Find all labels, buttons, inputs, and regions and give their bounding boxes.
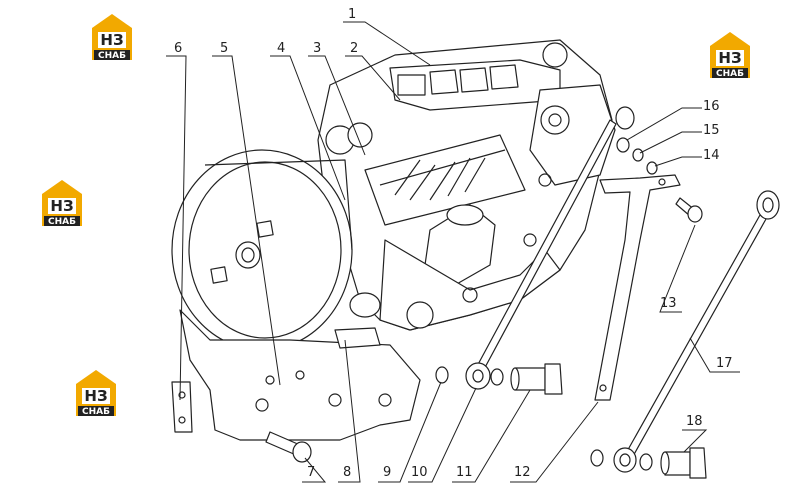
logo-sub: СНАБ [98, 51, 126, 61]
callout-1: 1 [348, 7, 356, 22]
mounting-bracket [171, 309, 421, 441]
logo-sub: СНАБ [716, 69, 744, 79]
washers-18 [590, 449, 653, 471]
fuel-line-17 [613, 190, 780, 473]
brand-logo: НЗ СНАБ [76, 370, 116, 417]
callout-8: 8 [343, 465, 351, 480]
callout-9: 9 [383, 465, 391, 480]
banjo-bolt-18 [660, 447, 707, 479]
callout-12: 12 [514, 465, 531, 480]
callout-4: 4 [277, 41, 285, 56]
callout-17: 17 [716, 356, 733, 371]
brand-logo: НЗ СНАБ [92, 14, 132, 61]
nut-16 [616, 137, 630, 153]
bolt-7 [265, 431, 312, 463]
logo-sub: СНАБ [82, 407, 110, 417]
logo-mark: НЗ [718, 49, 741, 67]
fuel-line-10 [465, 106, 635, 390]
callout-10: 10 [411, 465, 428, 480]
brand-logo: НЗ СНАБ [710, 32, 750, 79]
logo-mark: НЗ [100, 31, 123, 49]
callout-16: 16 [703, 99, 720, 114]
drive-pulley [171, 149, 353, 351]
callout-11: 11 [456, 465, 473, 480]
callout-13: 13 [660, 296, 677, 311]
washer-15 [632, 148, 644, 162]
logo-mark: НЗ [50, 197, 73, 215]
callout-labels: 1 2 3 4 5 6 7 8 9 10 11 12 13 14 15 16 1… [174, 7, 733, 480]
logo-mark: НЗ [84, 387, 107, 405]
injection-pump-body [317, 39, 616, 331]
washer-9 [435, 366, 504, 386]
brand-logo: НЗ СНАБ [42, 180, 82, 227]
callout-15: 15 [703, 123, 720, 138]
callout-6: 6 [174, 41, 182, 56]
callout-2: 2 [350, 41, 358, 56]
callout-18: 18 [686, 414, 703, 429]
callout-7: 7 [307, 465, 315, 480]
callout-5: 5 [220, 41, 228, 56]
banjo-bolt-11 [510, 363, 563, 395]
bolt-13 [675, 197, 703, 223]
callout-3: 3 [313, 41, 321, 56]
leader-lines [166, 21, 740, 483]
logo-sub: СНАБ [48, 217, 76, 227]
support-arm-12 [594, 174, 681, 401]
callout-14: 14 [703, 148, 720, 163]
washer-14 [646, 161, 658, 175]
